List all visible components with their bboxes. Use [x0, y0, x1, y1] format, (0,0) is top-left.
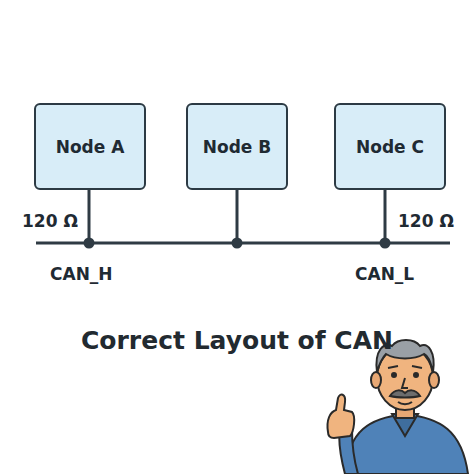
node-box: Node B — [186, 103, 288, 190]
signal-name: CAN_H — [50, 264, 113, 284]
signal-name: CAN_L — [355, 264, 414, 284]
node-box: Node A — [34, 103, 146, 190]
node-box: Node C — [334, 103, 446, 190]
node-label: Node A — [56, 137, 125, 157]
thumbs-up-man — [327, 340, 468, 474]
node-label: Node C — [356, 137, 424, 157]
termination-resistor: 120 Ω — [22, 211, 78, 231]
diagram-title: Correct Layout of CAN — [81, 326, 393, 355]
junction-dots — [84, 238, 391, 249]
node-label: Node B — [203, 137, 271, 157]
can-bus — [36, 190, 450, 243]
termination-resistor: 120 Ω — [398, 211, 454, 231]
